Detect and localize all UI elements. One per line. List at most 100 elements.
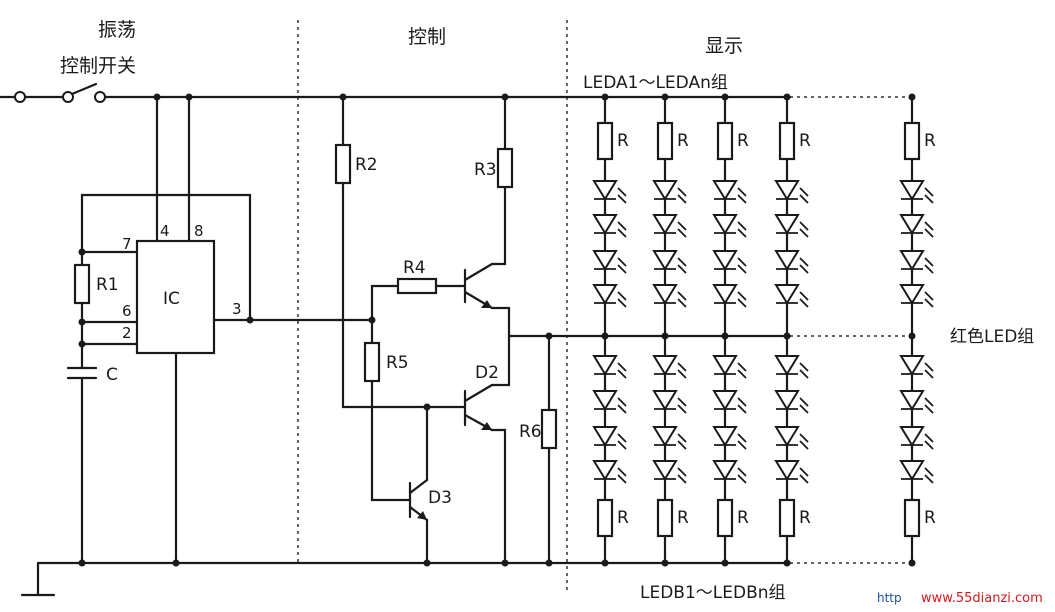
led-upper: [899, 250, 934, 274]
led-lower: [652, 390, 687, 414]
ic-pin-2: 2: [122, 324, 132, 342]
led-upper: [899, 214, 934, 238]
control-switch: [0, 82, 106, 103]
watermark-prefix: http: [877, 591, 902, 605]
resistor-r3: [496, 147, 514, 189]
resistor-label: R: [737, 508, 749, 528]
label-d3: D3: [428, 488, 452, 508]
led-resistor-top: R: [778, 121, 811, 161]
resistor-r5: [363, 341, 381, 383]
led-lower: [774, 460, 809, 484]
resistor-label: R: [924, 131, 936, 151]
led-lower: [899, 355, 934, 379]
label-r6: R6: [519, 422, 542, 442]
led-resistor-bottom: R: [778, 498, 811, 538]
led-lower: [899, 390, 934, 414]
led-lower: [652, 355, 687, 379]
resistor-label: R: [924, 508, 936, 528]
led-upper: [652, 214, 687, 238]
led-lower: [774, 390, 809, 414]
resistor-label: R: [677, 131, 689, 151]
led-upper: [592, 214, 627, 238]
label-r4: R4: [403, 258, 426, 278]
led-resistor-bottom: R: [596, 498, 629, 538]
section-control: 控制: [408, 26, 446, 48]
led-lower: [652, 460, 687, 484]
section-oscillator: 振荡: [98, 19, 136, 41]
led-column-2: RR: [652, 95, 689, 565]
label-r5: R5: [386, 353, 409, 373]
led-resistor-top: R: [596, 121, 629, 161]
led-column-4: RR: [774, 95, 811, 565]
led-lower: [592, 355, 627, 379]
led-column-3: RR: [712, 95, 749, 565]
resistor-r1: [73, 263, 91, 305]
transistor-q1: [463, 262, 494, 310]
led-upper: [652, 250, 687, 274]
label-c: C: [106, 365, 118, 385]
led-upper: [774, 180, 809, 204]
ic-pin-7: 7: [122, 235, 132, 253]
label-red-group: 红色LED组: [950, 327, 1034, 347]
led-lower: [712, 460, 747, 484]
led-upper: [712, 284, 747, 308]
led-upper: [774, 214, 809, 238]
ic-pin-8: 8: [194, 222, 204, 240]
led-upper: [712, 180, 747, 204]
led-upper: [592, 284, 627, 308]
watermark-site: www.55dianzi.com: [921, 591, 1043, 606]
led-upper: [652, 284, 687, 308]
led-upper: [592, 250, 627, 274]
resistor-r4: [396, 277, 438, 295]
led-resistor-bottom: R: [656, 498, 689, 538]
led-column-1: RR: [592, 95, 629, 565]
led-upper: [592, 180, 627, 204]
led-lower: [712, 355, 747, 379]
led-upper: [899, 284, 934, 308]
led-upper: [652, 180, 687, 204]
transistor-d3: [408, 478, 429, 522]
led-lower: [774, 355, 809, 379]
label-d2: D2: [475, 363, 499, 383]
ic-label: IC: [163, 289, 180, 309]
led-upper: [712, 214, 747, 238]
led-upper: [774, 250, 809, 274]
resistor-label: R: [799, 131, 811, 151]
section-display: 显示: [705, 35, 743, 57]
led-upper: [712, 250, 747, 274]
led-resistor-bottom: R: [903, 498, 936, 538]
label-lower-group: LEDB1～LEDBn组: [640, 583, 786, 603]
ic-pin-3: 3: [232, 300, 242, 318]
switch-label: 控制开关: [60, 55, 136, 77]
label-upper-group: LEDA1～LEDAn组: [583, 73, 728, 93]
ic-pin-4: 4: [160, 222, 170, 240]
label-r2: R2: [355, 155, 378, 175]
led-upper: [774, 284, 809, 308]
ic-pin-6: 6: [122, 302, 132, 320]
resistor-label: R: [737, 131, 749, 151]
led-lower: [774, 426, 809, 450]
led-lower: [592, 460, 627, 484]
label-r1: R1: [96, 275, 119, 295]
led-lower: [592, 390, 627, 414]
led-resistor-top: R: [716, 121, 749, 161]
led-lower: [652, 426, 687, 450]
led-upper: [899, 180, 934, 204]
led-lower: [592, 426, 627, 450]
resistor-label: R: [677, 508, 689, 528]
led-column-5: RR: [899, 95, 936, 565]
resistor-label: R: [799, 508, 811, 528]
led-lower: [899, 426, 934, 450]
transistor-d2: [463, 383, 494, 432]
resistor-label: R: [617, 131, 629, 151]
resistor-r2: [334, 143, 352, 185]
resistor-label: R: [617, 508, 629, 528]
label-r3: R3: [474, 160, 497, 180]
led-lower: [712, 390, 747, 414]
led-resistor-top: R: [656, 121, 689, 161]
led-resistor-top: R: [903, 121, 936, 161]
led-lower: [712, 426, 747, 450]
